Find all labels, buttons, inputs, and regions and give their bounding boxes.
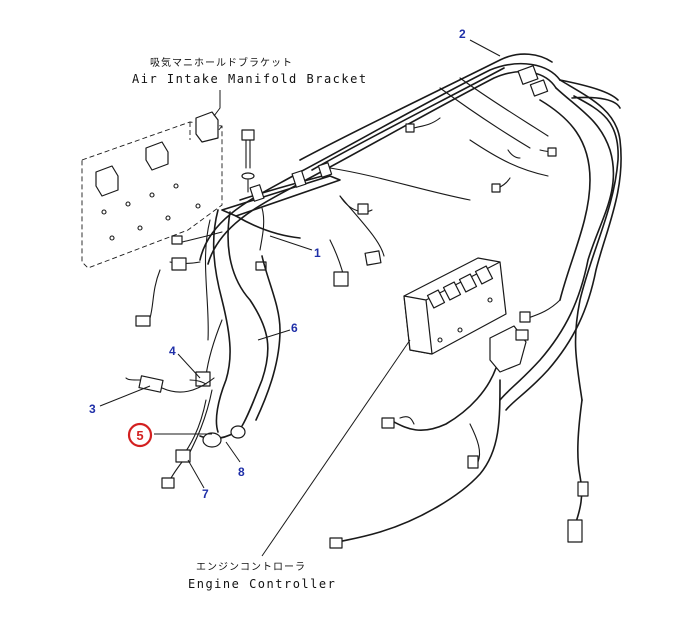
- callout-8: 8: [238, 465, 245, 479]
- callout-1: 1: [314, 246, 321, 260]
- callout-6: 6: [291, 321, 298, 335]
- callout-4: 4: [169, 344, 176, 358]
- harness-6: [204, 209, 281, 433]
- air-intake-manifold-bracket: [81, 111, 223, 269]
- callout-5-highlight[interactable]: 5: [127, 422, 153, 448]
- bolt: [241, 129, 255, 193]
- main-harness: [199, 53, 622, 411]
- harness-4: [135, 257, 223, 387]
- harness-7: [161, 389, 213, 489]
- callout-5: 5: [136, 428, 143, 443]
- bracket-label-jp: 吸気マニホールドブラケット: [150, 56, 293, 69]
- engine-controller: [403, 257, 529, 373]
- bracket-label-en: Air Intake Manifold Bracket: [132, 72, 368, 86]
- callout-2: 2: [459, 27, 466, 41]
- callout-3: 3: [89, 402, 96, 416]
- harness-1: [171, 162, 385, 287]
- controller-label-en: Engine Controller: [188, 577, 336, 591]
- callout-7: 7: [202, 487, 209, 501]
- harness-8: [199, 425, 246, 448]
- controller-label-jp: エンジンコントローラ: [196, 561, 306, 573]
- controller-cables: [329, 299, 589, 549]
